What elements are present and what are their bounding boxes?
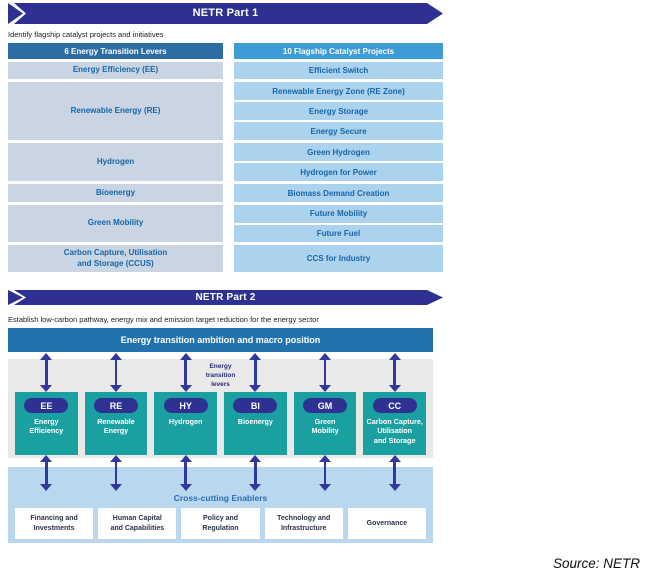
source-caption: Source: NETR (552, 556, 640, 571)
double-arrow-icon (319, 455, 332, 491)
lever-box-gm: GM Green Mobility (293, 392, 357, 455)
lever-box-ee: EE Energy Efficiency (15, 392, 78, 455)
lever-column: RE Renewable Energy (84, 353, 148, 491)
double-arrow-icon (319, 353, 332, 392)
part2-banner: NETR Part 2 (8, 290, 443, 305)
lever-name: Energy Efficiency (29, 417, 64, 436)
project-cell: Biomass Demand Creation (234, 184, 443, 202)
lever-column: HY Hydrogen (154, 353, 218, 491)
table-row: Renewable Energy (RE) Renewable Energy Z… (8, 82, 443, 140)
project-cell: Energy Storage (234, 102, 443, 120)
project-cell: Energy Secure (234, 122, 443, 140)
levers-panel-label: Energy transition levers (205, 363, 236, 388)
project-cell: CCS for Industry (234, 245, 443, 272)
enabler-box: Technology and Infrastructure (264, 508, 343, 539)
projects-column-header: 10 Flagship Catalyst Projects (234, 43, 443, 59)
table-row: Carbon Capture, Utilisation and Storage … (8, 245, 443, 272)
part1-table-body: Energy Efficiency (EE) Efficient Switch … (8, 62, 443, 272)
double-arrow-icon (388, 353, 401, 392)
enabler-box: Governance (347, 508, 427, 539)
lever-code-badge: CC (372, 398, 417, 413)
lever-cell: Hydrogen (8, 143, 223, 181)
double-arrow-icon (179, 353, 192, 392)
project-cell: Future Fuel (234, 224, 443, 242)
project-cell: Future Mobility (234, 205, 443, 223)
double-arrow-icon (179, 455, 192, 491)
double-arrow-icon (40, 353, 53, 392)
double-arrow-icon (110, 455, 122, 491)
table-row: Energy Efficiency (EE) Efficient Switch (8, 62, 443, 79)
lever-box-re: RE Renewable Energy (84, 392, 148, 455)
levers-panel: Energy transition levers EE Energy Effic… (8, 353, 433, 491)
lever-cell: Energy Efficiency (EE) (8, 62, 223, 79)
double-arrow-icon (249, 455, 262, 491)
project-cell: Efficient Switch (234, 62, 443, 79)
lever-cell: Carbon Capture, Utilisation and Storage … (8, 245, 223, 272)
netr-part1-section: NETR Part 1 Identify flagship catalyst p… (8, 3, 443, 272)
lever-name: Renewable Energy (97, 417, 135, 436)
part2-subtitle: Establish low-carbon pathway, energy mix… (8, 315, 319, 324)
lever-code-badge: EE (24, 398, 69, 413)
lever-code-badge: BI (233, 398, 278, 413)
lever-cell: Green Mobility (8, 205, 223, 242)
enabler-box: Financing and Investments (15, 508, 94, 539)
banner-arrow-icon (14, 290, 443, 305)
part1-banner: NETR Part 1 (8, 3, 443, 24)
project-cell: Hydrogen for Power (234, 163, 443, 181)
lever-column: CC Carbon Capture, Utilisation and Stora… (363, 353, 427, 491)
part1-table-headers: 6 Energy Transition Levers 10 Flagship C… (8, 43, 443, 59)
lever-cell: Bioenergy (8, 184, 223, 202)
lever-code-badge: RE (94, 398, 138, 413)
lever-code-badge: GM (303, 398, 348, 413)
part2-banner-title: NETR Part 2 (195, 292, 256, 303)
table-row: Hydrogen Green Hydrogen Hydrogen for Pow… (8, 143, 443, 181)
levers-column-header: 6 Energy Transition Levers (8, 43, 223, 59)
lever-name: Bioenergy (237, 417, 273, 426)
lever-name: Hydrogen (168, 417, 203, 426)
table-row: Bioenergy Biomass Demand Creation (8, 184, 443, 202)
double-arrow-icon (40, 455, 53, 491)
lever-cell: Renewable Energy (RE) (8, 82, 223, 140)
lever-code-badge: HY (163, 398, 208, 413)
table-row: Green Mobility Future Mobility Future Fu… (8, 205, 443, 242)
enablers-panel: Cross-cutting Enablers Financing and Inv… (8, 467, 433, 543)
enabler-box: Policy and Regulation (181, 508, 260, 539)
lever-box-hy: HY Hydrogen (154, 392, 218, 455)
lever-name: Green Mobility (311, 417, 339, 436)
enablers-row: Financing and Investments Human Capital … (15, 508, 427, 539)
lever-box-bi: BI Bioenergy (224, 392, 287, 455)
part1-banner-title: NETR Part 1 (192, 7, 259, 19)
project-cell: Renewable Energy Zone (RE Zone) (234, 82, 443, 100)
double-arrow-icon (110, 353, 122, 392)
enablers-title: Cross-cutting Enablers (173, 493, 268, 503)
banner-arrow-icon (14, 3, 443, 24)
lever-column: GM Green Mobility (293, 353, 357, 491)
ambition-bar: Energy transition ambition and macro pos… (8, 328, 433, 352)
lever-column: EE Energy Efficiency (15, 353, 78, 491)
netr-part2-section: NETR Part 2 Establish low-carbon pathway… (8, 290, 443, 543)
project-cell: Green Hydrogen (234, 143, 443, 161)
lever-column: BI Bioenergy (224, 353, 287, 491)
lever-name: Carbon Capture, Utilisation and Storage (366, 417, 423, 445)
double-arrow-icon (249, 353, 262, 392)
lever-box-cc: CC Carbon Capture, Utilisation and Stora… (363, 392, 427, 455)
enabler-box: Human Capital and Capabilities (98, 508, 177, 539)
double-arrow-icon (388, 455, 401, 491)
part1-subtitle: Identify flagship catalyst projects and … (8, 30, 164, 39)
